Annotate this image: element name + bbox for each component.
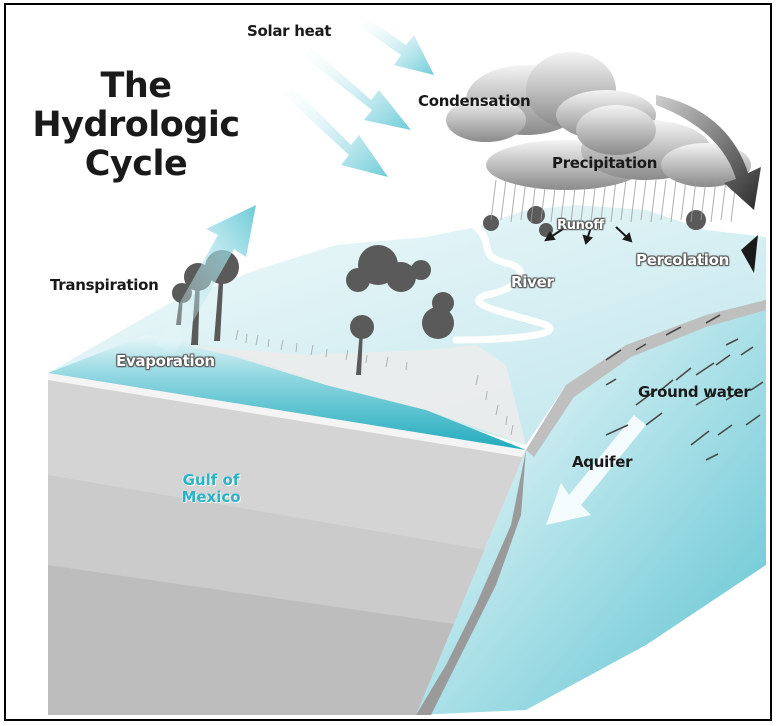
shore-grass [235, 329, 514, 436]
diagram-frame: The Hydrologic Cycle Solar heat Condensa… [4, 3, 772, 721]
sea-surface [48, 335, 526, 455]
river [452, 223, 554, 344]
title-line-1: The [100, 66, 172, 106]
precipitation-cloud [486, 105, 751, 190]
gulf-block-lower-band [48, 475, 486, 625]
label-river: River [511, 273, 554, 291]
diagram-title: The Hydrologic Cycle [26, 67, 246, 184]
label-runoff: Runoff [557, 218, 604, 233]
label-solar-heat: Solar heat [247, 22, 332, 40]
title-line-2: Hydrologic [32, 105, 240, 145]
label-transpiration: Transpiration [50, 276, 159, 294]
hydrologic-cycle-illustration [48, 17, 766, 715]
gulf-line-1: Gulf of [182, 471, 240, 489]
label-ground-water: Ground water [638, 383, 751, 401]
gulf-block-top-edge [48, 373, 526, 457]
percolation-arrow [741, 235, 758, 273]
ground-water-cracks [605, 314, 764, 461]
rain [490, 179, 737, 223]
precipitation-curve-arrow [656, 95, 761, 210]
title-line-3: Cycle [84, 144, 188, 184]
aquifer-flow-arrow [546, 415, 646, 525]
condensation-cloud [446, 52, 656, 142]
runoff-arrows [544, 226, 633, 245]
label-percolation: Percolation [636, 251, 730, 269]
gulf-line-2: Mexico [181, 488, 241, 506]
land-edge-strip [526, 300, 766, 457]
label-evaporation: Evaporation [116, 352, 215, 370]
transpiration-arrow [156, 205, 256, 355]
label-gulf-of-mexico: Gulf of Mexico [156, 472, 266, 506]
label-precipitation: Precipitation [552, 154, 658, 172]
gulf-block-shadow [48, 565, 461, 715]
label-condensation: Condensation [418, 92, 531, 110]
label-aquifer: Aquifer [572, 453, 633, 471]
aquifer-face [416, 300, 766, 715]
solar-heat-arrows [284, 17, 434, 177]
shore-band [186, 345, 526, 445]
